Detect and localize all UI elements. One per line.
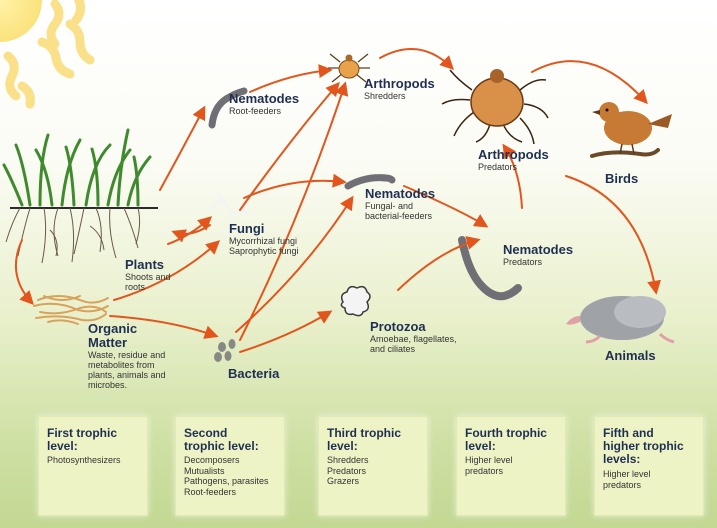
plants-icon xyxy=(4,130,158,263)
arrow-bacteria-to-arthropods xyxy=(240,84,345,340)
nematodes-predators-title: Nematodes xyxy=(503,243,573,257)
trophic-level-2-title: Second trophic level: xyxy=(184,427,259,453)
bacteria-icon xyxy=(214,339,236,362)
arrow-arthropods-pred-to-birds xyxy=(532,61,646,102)
trophic-level-3-box: Third trophic level: Shredders Predators… xyxy=(318,416,428,516)
trophic-level-3-body: Shredders Predators Grazers xyxy=(327,455,369,487)
nematodes-fungal-title: Nematodes xyxy=(365,187,435,201)
arrow-plants-to-nematodes xyxy=(160,108,204,190)
bacteria-label: Bacteria xyxy=(228,367,279,381)
arrow-nematodes-to-arthropods xyxy=(250,70,330,92)
trophic-level-4-body: Higher level predators xyxy=(465,455,513,476)
animals-title: Animals xyxy=(605,349,656,363)
arrow-plants-to-fungi xyxy=(168,218,210,244)
arthropods-predators-label: Arthropods Predators xyxy=(478,148,549,172)
trophic-level-5-title: Fifth and higher trophic levels: xyxy=(603,427,684,466)
organic-matter-icon xyxy=(34,296,108,324)
animals-label: Animals xyxy=(605,349,656,363)
trophic-level-3-title: Third trophic level: xyxy=(327,427,401,453)
trophic-level-4-title: Fourth trophic level: xyxy=(465,427,547,453)
sun-icon xyxy=(0,0,90,104)
arrow-plants-to-organic-matter xyxy=(16,240,32,303)
nematodes-fungal-sub: Fungal- and bacterial-feeders xyxy=(365,201,435,221)
nematode-fungal-feeder-icon xyxy=(348,178,392,186)
arrow-bacteria-to-protozoa xyxy=(240,312,330,352)
protozoa-title: Protozoa xyxy=(370,320,457,334)
nematodes-predators-label: Nematodes Predators xyxy=(503,243,573,267)
trophic-level-1-box: First trophic level: Photosynthesizers xyxy=(38,416,148,516)
trophic-level-5-box: Fifth and higher trophic levels: Higher … xyxy=(594,416,704,516)
trophic-level-5-body: Higher level predators xyxy=(603,469,651,490)
arrows xyxy=(16,49,656,352)
arthropod-predator-icon xyxy=(442,69,548,144)
mole-icon xyxy=(566,296,674,342)
arthropods-predators-title: Arthropods xyxy=(478,148,549,162)
protozoa-icon xyxy=(341,287,370,316)
trophic-level-2-box: Second trophic level: Decomposers Mutual… xyxy=(175,416,285,516)
nematodes-root-title: Nematodes xyxy=(229,92,299,106)
arrow-arthropods-shredder-to-predator xyxy=(380,49,452,68)
bacteria-title: Bacteria xyxy=(228,367,279,381)
fungi-label: Fungi Mycorrhizal fungi Saprophytic fung… xyxy=(229,222,299,256)
protozoa-sub: Amoebae, flagellates, and ciliates xyxy=(370,334,457,354)
nematodes-fungal-label: Nematodes Fungal- and bacterial-feeders xyxy=(365,187,435,221)
fungi-sub: Mycorrhizal fungi Saprophytic fungi xyxy=(229,236,299,256)
nematodes-root-sub: Root-feeders xyxy=(229,106,299,116)
organic-matter-title: Organic Matter xyxy=(88,322,166,350)
organic-matter-sub: Waste, residue and metabolites from plan… xyxy=(88,350,166,390)
fungi-title: Fungi xyxy=(229,222,299,236)
arrow-arthropods-pred-to-animals xyxy=(566,176,656,292)
plants-title: Plants xyxy=(125,258,171,272)
arthropods-predators-sub: Predators xyxy=(478,162,549,172)
trophic-level-2-body: Decomposers Mutualists Pathogens, parasi… xyxy=(184,455,269,497)
plants-sub: Shoots and roots xyxy=(125,272,171,292)
trophic-level-1-body: Photosynthesizers xyxy=(47,455,121,466)
arthropods-shredders-sub: Shredders xyxy=(364,91,435,101)
arthropods-shredders-label: Arthropods Shredders xyxy=(364,77,435,101)
protozoa-label: Protozoa Amoebae, flagellates, and cilia… xyxy=(370,320,457,354)
nematodes-predators-sub: Predators xyxy=(503,257,573,267)
birds-label: Birds xyxy=(605,172,638,186)
trophic-level-1-title: First trophic level: xyxy=(47,427,117,453)
organic-matter-label: Organic Matter Waste, residue and metabo… xyxy=(88,322,166,390)
bird-icon xyxy=(592,102,672,156)
plants-label: Plants Shoots and roots xyxy=(125,258,171,292)
birds-title: Birds xyxy=(605,172,638,186)
arthropods-shredders-title: Arthropods xyxy=(364,77,435,91)
trophic-level-4-box: Fourth trophic level: Higher level preda… xyxy=(456,416,566,516)
nematodes-root-label: Nematodes Root-feeders xyxy=(229,92,299,116)
